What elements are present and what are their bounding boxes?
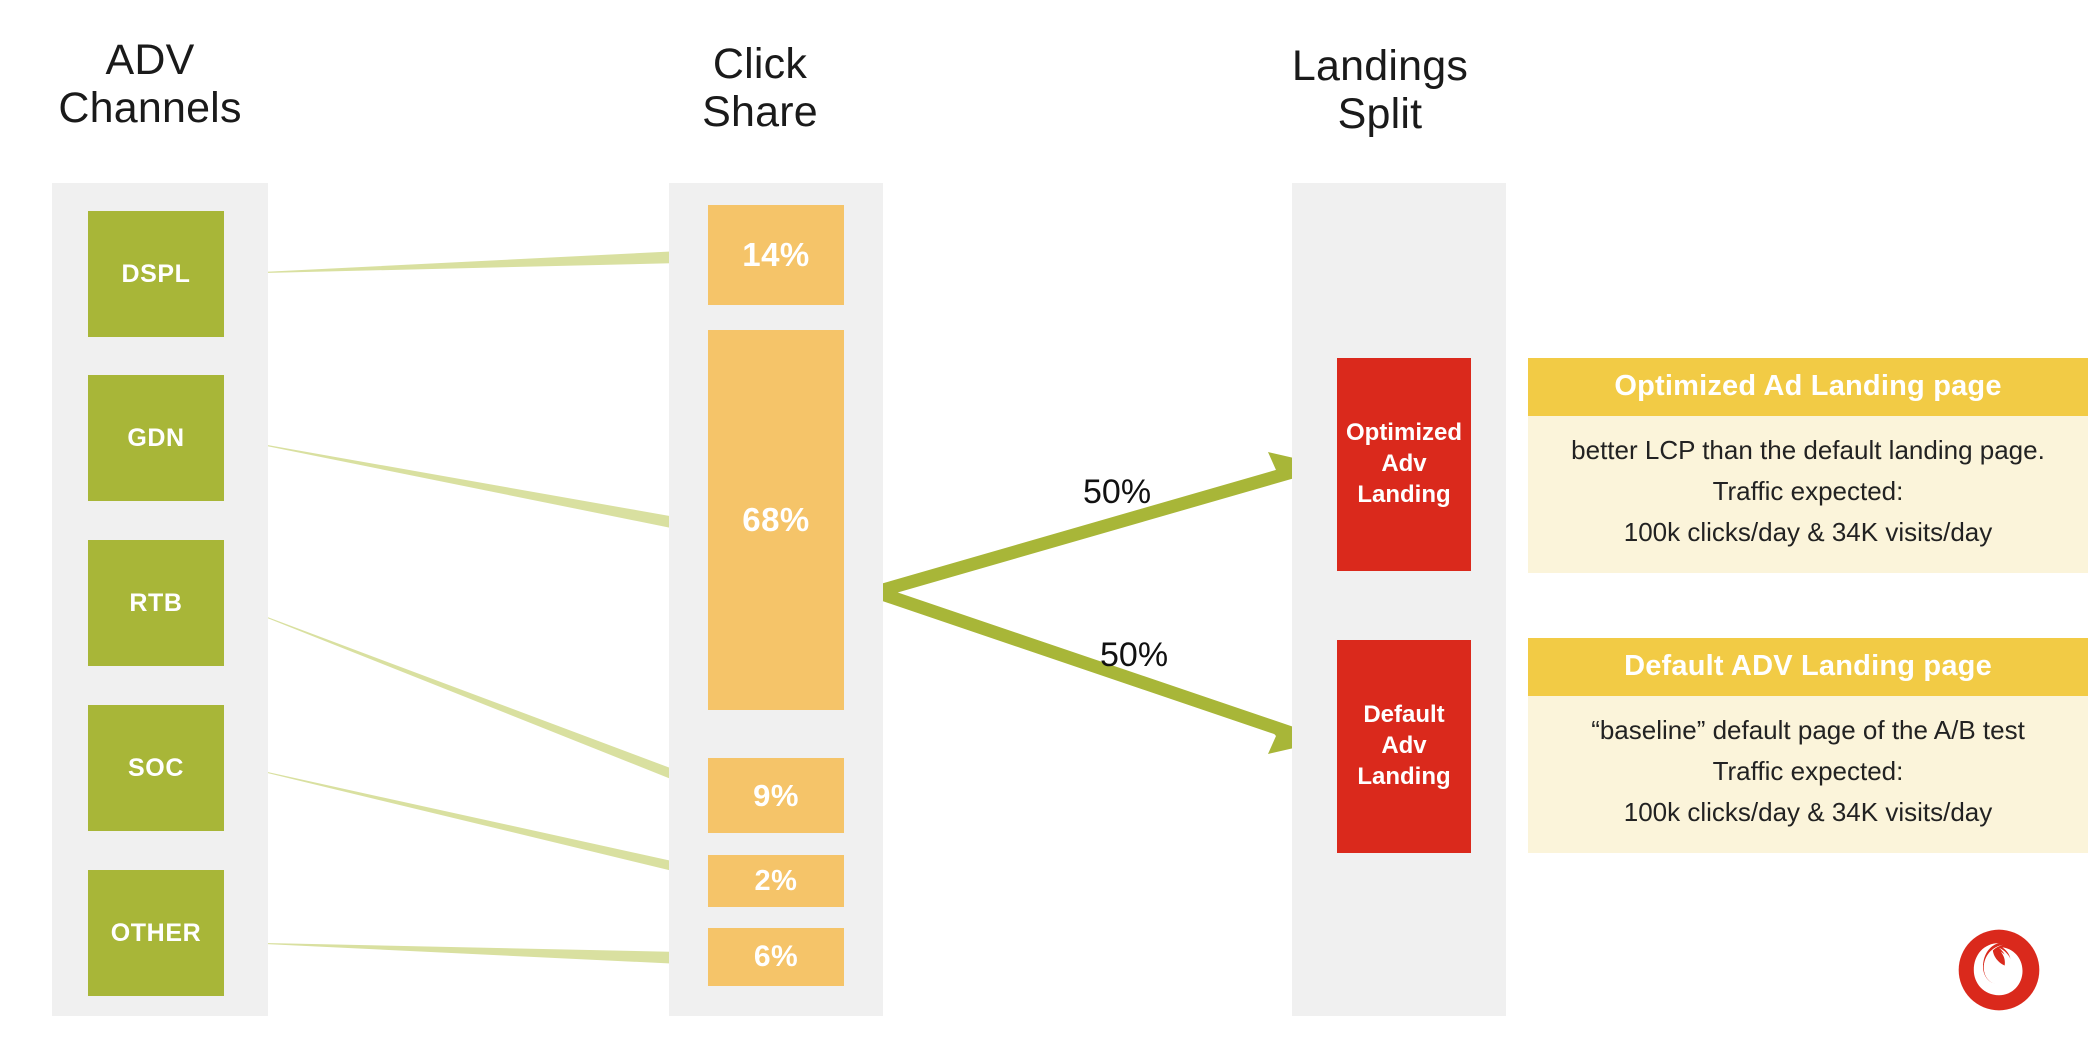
- info-panel-default-body: “baseline” default page of the A/B test …: [1528, 696, 2088, 854]
- click-share-bar-gdn[interactable]: 68%: [708, 330, 844, 710]
- split-label-bottom: 50%: [1100, 636, 1169, 674]
- band-landings-split: [1292, 183, 1506, 1016]
- channel-box-dspl[interactable]: DSPL: [88, 211, 224, 337]
- info-panel-optimized-heading: Optimized Ad Landing page: [1528, 358, 2088, 416]
- info-panel-optimized: Optimized Ad Landing page better LCP tha…: [1528, 358, 2088, 574]
- column-title-click-share: Click Share: [702, 40, 818, 137]
- vodafone-logo: [1958, 929, 2040, 1011]
- column-title-adv-channels: ADV Channels: [58, 36, 242, 133]
- split-label-top: 50%: [1083, 473, 1152, 511]
- info-panel-default-heading: Default ADV Landing page: [1528, 638, 2088, 696]
- channel-box-soc[interactable]: SOC: [88, 705, 224, 831]
- column-title-landings-split: Landings Split: [1291, 42, 1469, 139]
- channel-box-rtb[interactable]: RTB: [88, 540, 224, 666]
- click-share-bar-dspl[interactable]: 14%: [708, 205, 844, 305]
- landing-box-optimized[interactable]: Optimized Adv Landing: [1337, 358, 1471, 571]
- landing-box-default[interactable]: Default Adv Landing: [1337, 640, 1471, 853]
- info-panel-default: Default ADV Landing page “baseline” defa…: [1528, 638, 2088, 854]
- click-share-bar-soc[interactable]: 2%: [708, 855, 844, 907]
- info-panel-optimized-body: better LCP than the default landing page…: [1528, 416, 2088, 574]
- click-share-bar-other[interactable]: 6%: [708, 928, 844, 986]
- channel-box-gdn[interactable]: GDN: [88, 375, 224, 501]
- channel-box-other[interactable]: OTHER: [88, 870, 224, 996]
- click-share-bar-rtb[interactable]: 9%: [708, 758, 844, 833]
